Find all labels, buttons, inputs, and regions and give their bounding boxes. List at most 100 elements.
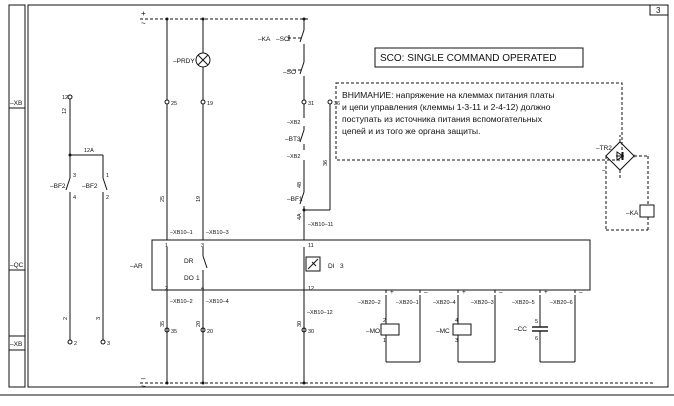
mc-coil-icon <box>452 323 472 336</box>
note-line-1: ВНИМАНИЕ: напряжение на клеммах питания … <box>342 90 555 100</box>
tr2-minus: – <box>602 167 606 174</box>
note-box <box>335 82 623 161</box>
terminal-xb20-2: –XB20–2 <box>358 300 381 306</box>
wire-30-vertical: 30 <box>297 321 303 327</box>
ar-pin-11: 11 <box>308 243 314 249</box>
terminal-xb20-6: –XB20–6 <box>550 300 573 306</box>
terminal-xb20-4: –XB20–4 <box>433 300 456 306</box>
ar-pin-1: 1 <box>165 243 168 249</box>
terminal-3-label: 3 <box>107 341 110 347</box>
note-line-4: цепей и из того же органа защиты. <box>342 126 480 136</box>
mo-coil-icon <box>380 323 400 336</box>
terminal-2-label: 2 <box>74 341 77 347</box>
cc-pin-5: 5 <box>535 319 538 325</box>
bf1-label: –BF1 <box>287 196 303 203</box>
terminal-xb10-11: –XB10–11 <box>308 222 333 228</box>
terminal-xb10-1: –XB10–1 <box>170 230 193 236</box>
cc-plus: + <box>544 289 548 296</box>
bus-plus-sign: + <box>141 9 146 18</box>
bf2-circuit: 12 12 12A –BF2 –BF2 3 4 1 2 2 3 2 3 <box>50 94 110 347</box>
wire-12-label: 12 <box>62 95 68 101</box>
ar-do-label: DO <box>184 275 194 282</box>
column-19: –PRDY 19 19 –XB10–3 –XB10–4 20 20 <box>173 17 229 385</box>
wire-12-vertical: 12 <box>62 108 68 114</box>
bus-minus-sign: – <box>141 374 146 383</box>
ar-do-number: 1 <box>196 275 200 282</box>
wire-12a-label: 12A <box>84 148 94 154</box>
drawing-frame <box>27 4 669 388</box>
prdy-label: –PRDY <box>173 58 195 65</box>
mo-plus: + <box>390 289 394 296</box>
wire-3-vertical: 3 <box>96 317 102 320</box>
page-number-box <box>649 4 669 16</box>
terminal-30-label: 30 <box>308 329 314 335</box>
tr2-label: –TR2 <box>596 145 612 152</box>
bf2-a-pin4: 4 <box>73 195 76 201</box>
xb2-b-label: –XB2 <box>287 154 300 160</box>
page-number: 3 <box>656 6 661 15</box>
terminal-31-label: 31 <box>308 101 314 107</box>
mo-label: –MO <box>366 328 380 335</box>
bf2-a-label: –BF2 <box>50 183 66 190</box>
ar-pin-12: 12 <box>308 286 314 292</box>
terminal-19-label: 19 <box>207 101 213 107</box>
ka-coil-icon <box>639 204 655 218</box>
wire-36-vertical: 36 <box>323 160 329 166</box>
mc-minus: – <box>499 289 503 296</box>
mo-minus: – <box>424 289 428 296</box>
left-margin-strip <box>8 4 26 388</box>
terminal-xb10-12: –XB10–12 <box>307 310 333 316</box>
coil-section: + – + – + – –XB20–2 –XB20–1 –XB20–4 –XB2… <box>358 289 583 363</box>
diagram-title: SCO: SINGLE COMMAND OPERATED <box>380 53 557 64</box>
bf2-b-pin1: 1 <box>106 173 109 179</box>
mc-label: –MC <box>436 328 450 335</box>
ar-di-label: DI <box>328 263 335 270</box>
cc-pin-6: 6 <box>535 336 538 342</box>
column-31: –KA –SC –SO 31 36 36 –XB2 –BT3 –XB2 48 –… <box>258 17 340 385</box>
di-input-icon <box>305 256 321 272</box>
ka-coil-label: –KA <box>626 210 639 217</box>
bf2-b-label: –BF2 <box>82 183 98 190</box>
bt3-label: –BT3 <box>285 136 301 143</box>
title-box <box>374 47 584 68</box>
ka-contact-label: –KA <box>258 36 271 43</box>
cc-minus: – <box>579 289 583 296</box>
terminal-25-label: 25 <box>171 101 177 107</box>
tr2-circuit: –TR2 + – –KA <box>596 135 655 231</box>
ar-dr-label: DR <box>184 258 194 265</box>
wire-25-vertical: 25 <box>160 196 166 202</box>
mc-pin-4: 4 <box>455 318 458 324</box>
ar-label: –AR <box>130 263 143 270</box>
so-label: –SO <box>283 69 296 76</box>
sc-label: –SC <box>276 36 289 43</box>
terminal-xb20-5: –XB20–5 <box>512 300 535 306</box>
mc-pin-3: 3 <box>455 338 458 344</box>
wire-19-vertical: 19 <box>196 196 202 202</box>
ar-pin-3: 3 <box>201 243 204 249</box>
note-line-3: поступать из источника питания вспомогат… <box>342 114 543 124</box>
bus-tilde-bottom: ~ <box>141 382 146 391</box>
note-line-2: и цепи управления (клеммы 1-3-11 и 2-4-1… <box>342 102 551 112</box>
bf2-b-pin2: 2 <box>106 195 109 201</box>
margin-tag-qc: –QC <box>10 262 24 269</box>
xb2-a-label: –XB2 <box>287 120 300 126</box>
cc-label: –CC <box>514 326 527 333</box>
terminal-36-label: 36 <box>334 101 340 107</box>
ar-board: –AR 1 3 11 2 4 12 DR DO 1 DI 3 <box>130 239 591 292</box>
wire-48-vertical: 48 <box>297 182 303 188</box>
wire-35-vertical: 35 <box>160 321 166 327</box>
bus-tilde-top: ~ <box>141 19 146 28</box>
tr2-bridge-icon <box>605 141 635 171</box>
terminal-xb20-1: –XB20–1 <box>396 300 419 306</box>
terminal-xb20-3: –XB20–3 <box>471 300 494 306</box>
ar-di-number: 3 <box>340 263 344 270</box>
mo-pin-1: 1 <box>383 338 386 344</box>
terminal-12 <box>67 94 73 100</box>
margin-tag-xb-bottom: –XB <box>10 341 22 348</box>
terminal-35-label: 35 <box>171 329 177 335</box>
column-25: 25 25 –XB10–1 –XB10–2 35 35 <box>160 17 193 385</box>
wire-4a-vertical: 4A <box>297 213 303 220</box>
terminal-20-label: 20 <box>207 329 213 335</box>
